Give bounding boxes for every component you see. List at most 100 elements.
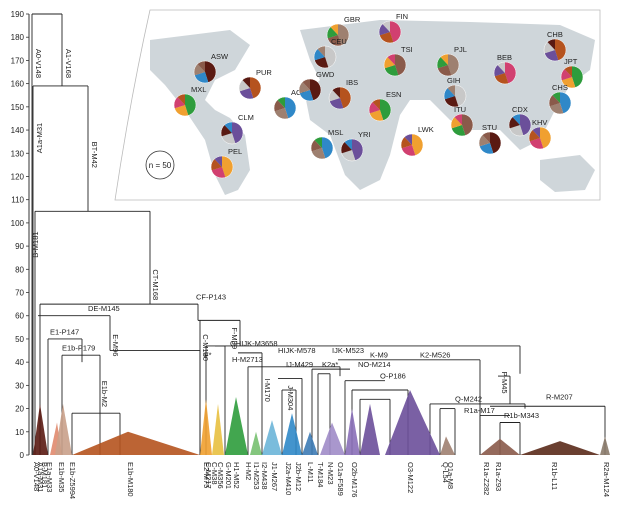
y-tick-label: 120 — [11, 172, 25, 181]
pie-slice — [512, 114, 520, 125]
pie-slice — [380, 99, 392, 121]
pie-slice — [549, 94, 560, 107]
node-label-f: F-M89 — [230, 327, 239, 349]
pie-outline — [443, 84, 467, 108]
population-label: PEL — [228, 147, 242, 156]
leaf-label: R1a-Z93 — [494, 462, 503, 491]
node-label-fstar: F* — [204, 351, 212, 360]
pie-outline — [450, 113, 474, 137]
population-label: LWK — [418, 125, 434, 134]
pie-slice — [401, 136, 412, 149]
pie-slice — [322, 137, 334, 159]
population-label: ESN — [386, 90, 401, 99]
clade-r1a — [480, 438, 520, 455]
pie-outline — [383, 53, 407, 77]
pie-mxl: MXL — [173, 85, 206, 117]
pie-slice — [404, 134, 412, 145]
pie-slice — [440, 54, 448, 65]
pie-slice — [555, 39, 566, 61]
pie-slice — [224, 122, 232, 133]
pie-msl: MSL — [310, 128, 343, 160]
pie-ibs: IBS — [328, 78, 358, 110]
pie-slice — [239, 79, 250, 92]
population-label: CEU — [331, 37, 347, 46]
population-label: GBR — [344, 15, 361, 24]
pie-slice — [314, 48, 325, 61]
population-label: YRI — [358, 130, 371, 139]
pie-slice — [544, 41, 555, 54]
pie-pel: PEL — [210, 147, 242, 179]
pie-outline — [298, 78, 322, 102]
pie-slice — [329, 89, 340, 102]
map-scale-label: n = 50 — [149, 161, 172, 170]
map-scale-circle — [145, 150, 175, 180]
pie-outline — [193, 60, 217, 84]
pie-gwd: GWD — [298, 70, 335, 102]
node-label-r1b: R1b-M343 — [504, 411, 539, 420]
pie-outline — [310, 136, 334, 160]
map-land-eurafrasia — [300, 20, 595, 190]
pie-outline — [313, 45, 337, 69]
population-label: CHS — [552, 83, 568, 92]
pie-slice — [222, 156, 233, 178]
population-label: PJL — [454, 45, 467, 54]
node-label-e1: E1-P147 — [50, 327, 79, 336]
pie-slice — [412, 134, 423, 156]
pie-outline — [478, 131, 502, 155]
node-label-bt: BT-M42 — [90, 142, 99, 168]
pie-slice — [274, 99, 285, 112]
clade-a — [33, 403, 48, 455]
y-axis: 0102030405060708090100110120130140150160… — [11, 10, 30, 460]
leaf-label: R1a-Z282 — [482, 462, 491, 495]
leaf-label: E1b-Z5994 — [68, 462, 77, 499]
leaf-label: J1-M267 — [270, 462, 279, 491]
pie-slice — [455, 85, 467, 107]
pie-gbr: GBR — [326, 15, 361, 47]
pie-beb: BEB — [493, 53, 517, 85]
population-label: PUR — [256, 68, 272, 77]
leaf-label: O1a-F589 — [336, 462, 345, 496]
y-tick-label: 60 — [15, 312, 24, 321]
node-label-de: DE-M145 — [88, 304, 120, 313]
pie-slice — [529, 129, 540, 142]
pie-slice — [205, 61, 217, 83]
y-tick-label: 150 — [11, 103, 25, 112]
pie-slice — [242, 77, 250, 88]
population-label: ACB — [291, 88, 306, 97]
population-label: CLM — [238, 113, 254, 122]
map-land-oceania — [540, 155, 595, 192]
pie-fin: FIN — [378, 12, 408, 44]
node-label-k2: K2-M526 — [420, 351, 450, 360]
pie-slice — [341, 141, 352, 154]
pie-slice — [561, 68, 572, 81]
pie-slice — [310, 79, 322, 101]
population-label: CDX — [512, 105, 528, 114]
pie-asw: ASW — [193, 52, 229, 84]
pie-cdx: CDX — [508, 105, 532, 137]
population-label: KHV — [532, 118, 547, 127]
pie-slice — [382, 21, 390, 32]
node-label-a1a: A1a-M31 — [35, 123, 44, 153]
pie-slice — [194, 63, 205, 76]
clade-o2 — [360, 403, 380, 455]
node-label-i: I-M170 — [263, 378, 272, 401]
pie-slice — [520, 114, 532, 136]
map-land-americas — [150, 30, 250, 195]
leaf-label: T-M184 — [316, 462, 325, 487]
pie-slice — [490, 131, 502, 154]
pie-pjl: PJL — [436, 45, 467, 77]
leaf-label: C-M217 — [204, 462, 213, 489]
population-label: ASW — [211, 52, 229, 61]
leaf-label: I1-M253 — [252, 462, 261, 490]
population-label: MSL — [328, 128, 343, 137]
pie-stu: STU — [478, 123, 502, 155]
pie-slice — [372, 99, 380, 110]
leaf-label: L-M11 — [306, 462, 315, 483]
pie-slice — [174, 96, 185, 109]
pie-slice — [185, 94, 196, 116]
y-tick-label: 80 — [15, 265, 24, 274]
leaf-label: E1b-M180 — [126, 462, 135, 497]
leaf-label: N-M23 — [326, 462, 335, 485]
